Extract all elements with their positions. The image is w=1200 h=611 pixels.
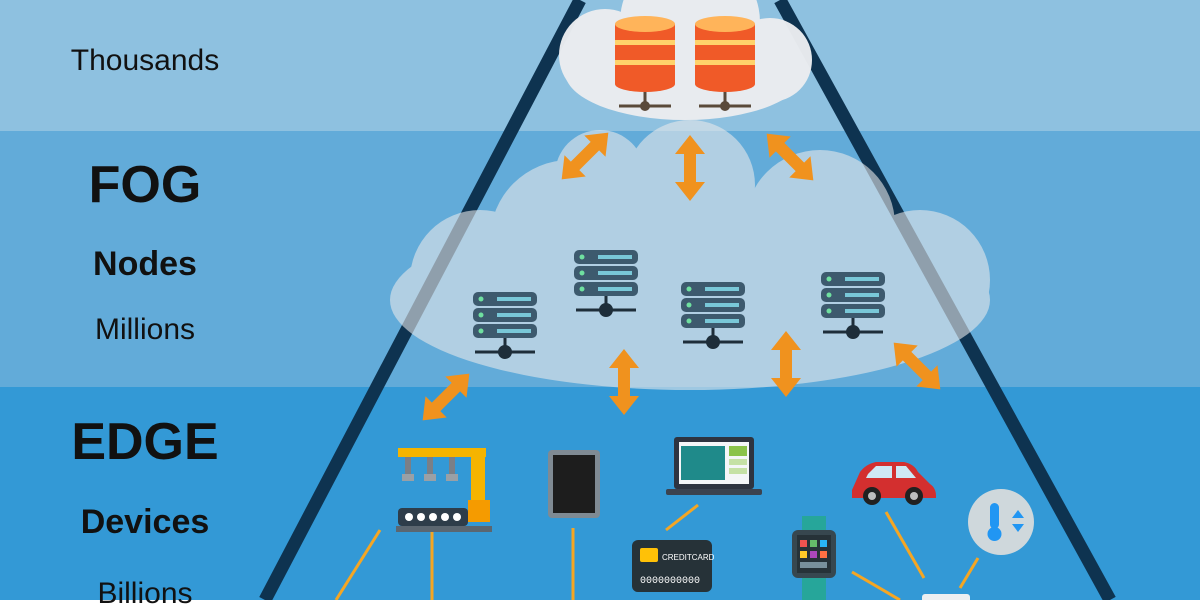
device-connection-lines — [334, 503, 980, 600]
device-icon — [922, 594, 970, 600]
edge-tier-subtitle: Devices — [80, 503, 210, 541]
car-icon — [852, 462, 936, 505]
fog-tier-count: Millions — [94, 313, 196, 346]
thermostat-icon — [968, 489, 1034, 555]
credit-card-label: CREDITCARD — [662, 553, 715, 562]
laptop-icon — [666, 437, 762, 495]
industrial-robot-icon — [396, 448, 492, 532]
cloud-shape-top — [559, 0, 812, 120]
cloud-tier-count: Thousands — [70, 44, 220, 77]
edge-tier-title: EDGE — [71, 413, 219, 471]
credit-card-icon: CREDITCARD 0000000000 — [632, 540, 715, 592]
edge-tier-count: Billions — [97, 577, 193, 610]
bidirectional-arrow-icon — [412, 363, 480, 431]
fog-tier-title: FOG — [88, 156, 202, 214]
credit-card-number: 0000000000 — [640, 576, 700, 587]
tablet-icon — [548, 450, 600, 518]
fog-tier-subtitle: Nodes — [93, 245, 197, 283]
smartwatch-icon — [792, 516, 836, 600]
